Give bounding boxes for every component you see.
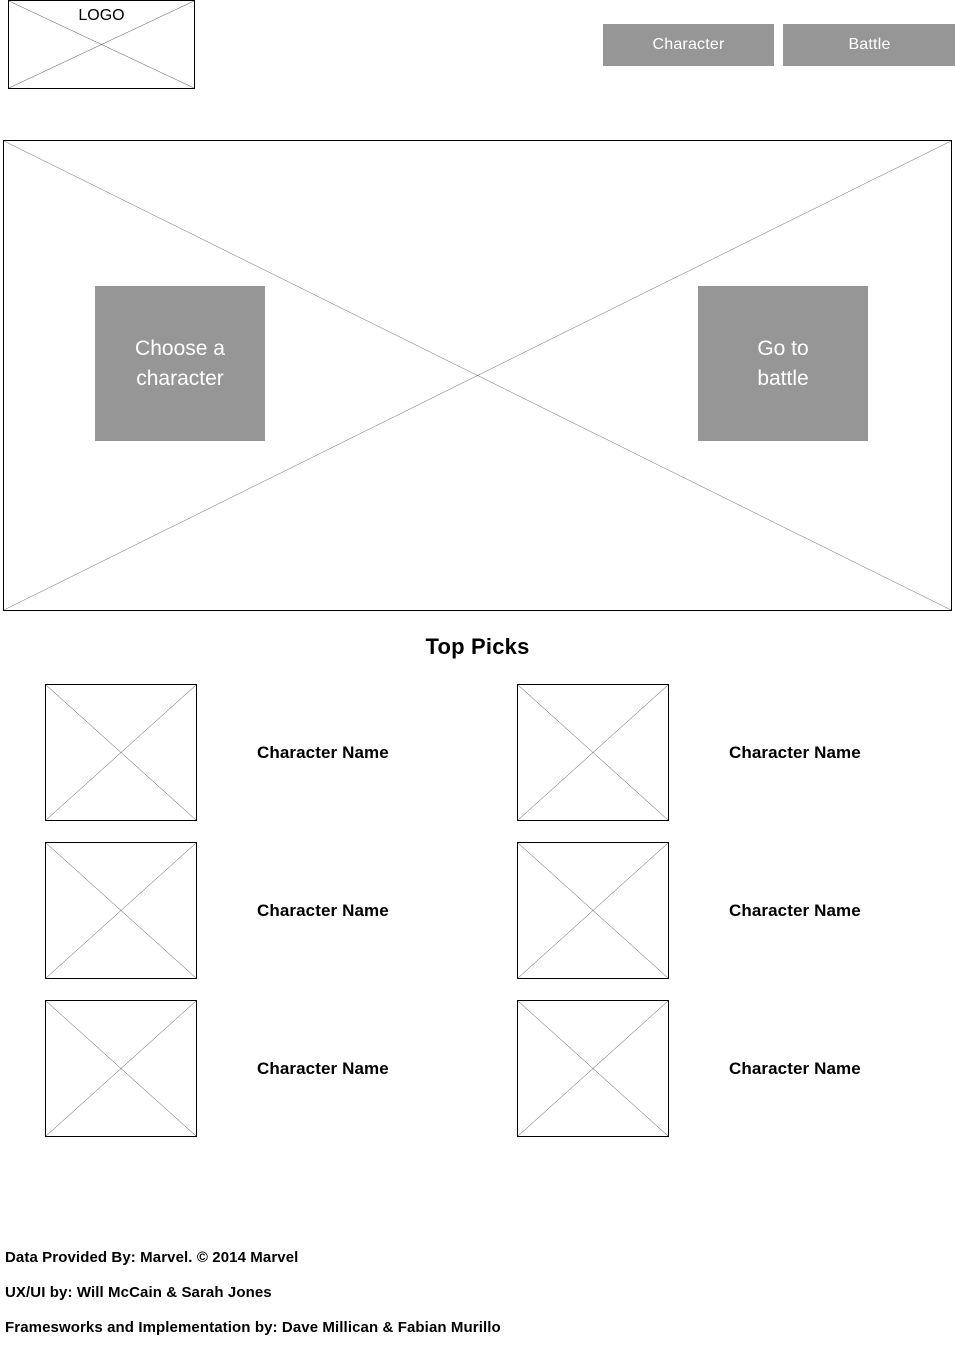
character-thumbnail-placeholder[interactable] (45, 842, 197, 979)
list-item[interactable]: Character Name (517, 1000, 955, 1137)
footer: Data Provided By: Marvel. © 2014 Marvel … (5, 1240, 945, 1345)
placeholder-cross-icon (46, 843, 196, 978)
top-picks-grid: Character Name Character Name Character … (0, 684, 955, 1137)
nav-button-character[interactable]: Character (603, 24, 774, 66)
placeholder-cross-icon (518, 843, 668, 978)
character-thumbnail-placeholder[interactable] (517, 842, 669, 979)
footer-line-uxui: UX/UI by: Will McCain & Sarah Jones (5, 1284, 272, 1301)
character-thumbnail-placeholder[interactable] (517, 1000, 669, 1137)
list-item[interactable]: Character Name (517, 684, 955, 821)
list-item[interactable]: Character Name (45, 842, 500, 979)
list-item[interactable]: Character Name (517, 842, 955, 979)
placeholder-cross-icon (518, 1001, 668, 1136)
placeholder-cross-icon (4, 141, 951, 610)
nav-button-battle[interactable]: Battle (783, 24, 955, 66)
placeholder-cross-icon (46, 1001, 196, 1136)
go-to-battle-button[interactable]: Go to battle (698, 286, 868, 441)
character-name-label: Character Name (257, 1059, 389, 1078)
character-thumbnail-placeholder[interactable] (517, 684, 669, 821)
character-name-label: Character Name (257, 901, 389, 920)
hero-image-placeholder: Choose a character Go to battle (3, 140, 952, 611)
list-item[interactable]: Character Name (45, 684, 500, 821)
placeholder-cross-icon (9, 1, 194, 88)
top-picks-heading: Top Picks (425, 634, 530, 659)
footer-line-attribution: Data Provided By: Marvel. © 2014 Marvel (5, 1249, 299, 1266)
logo-label: LOGO (78, 7, 125, 24)
character-name-label: Character Name (729, 1059, 861, 1078)
character-thumbnail-placeholder[interactable] (45, 1000, 197, 1137)
character-name-label: Character Name (729, 743, 861, 762)
character-name-label: Character Name (729, 901, 861, 920)
list-item[interactable]: Character Name (45, 1000, 500, 1137)
placeholder-cross-icon (46, 685, 196, 820)
character-name-label: Character Name (257, 743, 389, 762)
placeholder-cross-icon (518, 685, 668, 820)
character-thumbnail-placeholder[interactable] (45, 684, 197, 821)
footer-line-implementation: Framesworks and Implementation by: Dave … (5, 1319, 501, 1336)
choose-character-button[interactable]: Choose a character (95, 286, 265, 441)
logo-placeholder[interactable]: LOGO (8, 0, 195, 89)
